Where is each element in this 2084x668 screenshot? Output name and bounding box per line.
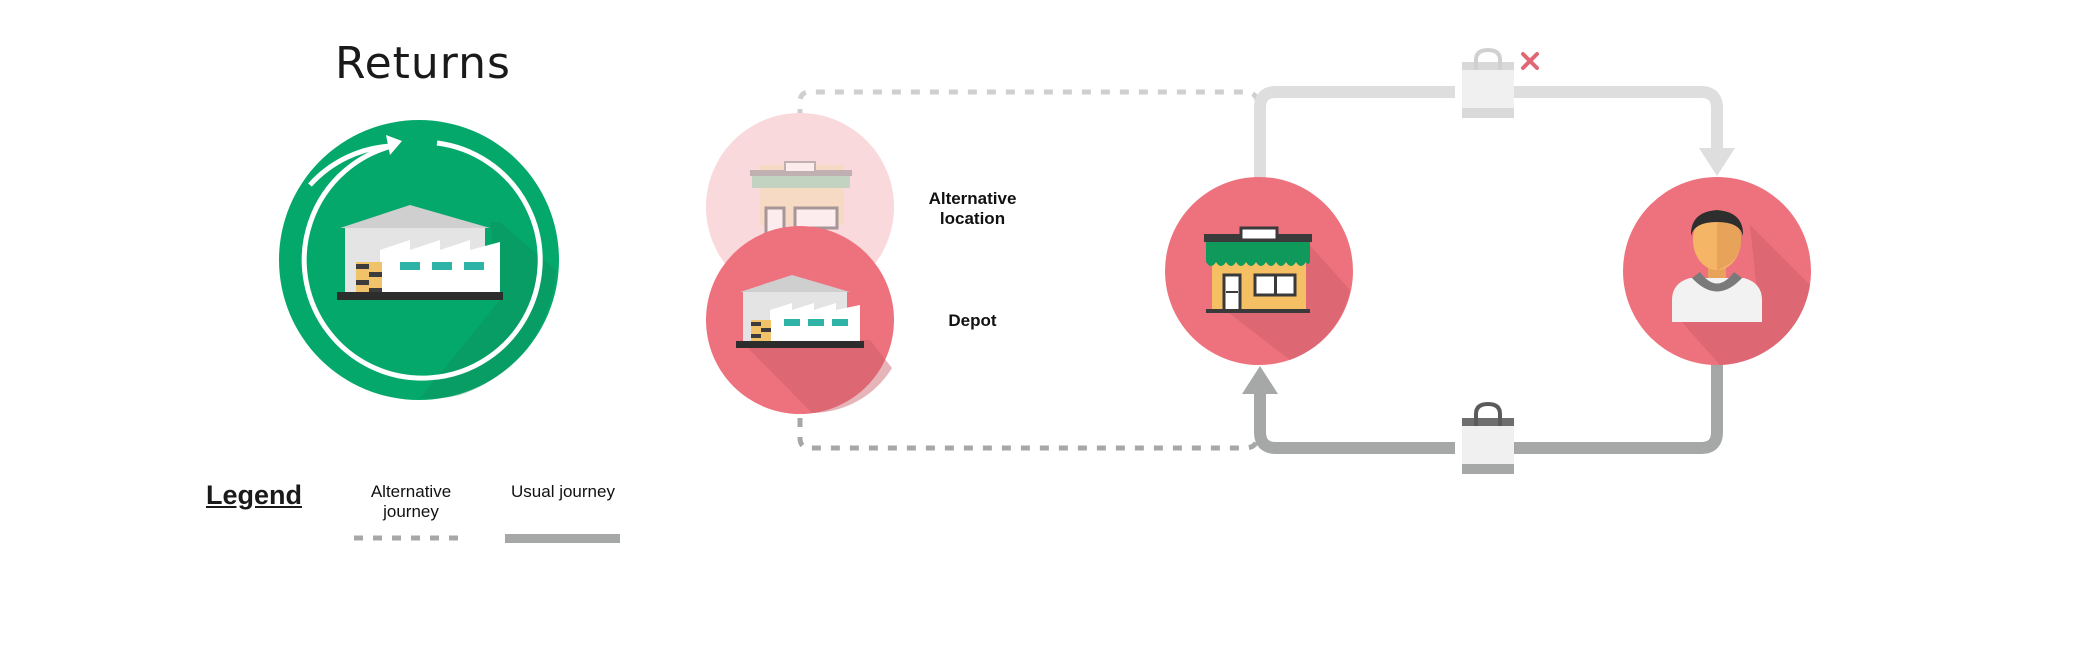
- legend-alternative-label: Alternative journey: [370, 482, 452, 521]
- cycle-arrow-icon: [301, 135, 543, 381]
- alternative-journey-path: [797, 89, 1260, 118]
- top-route-arrowhead: [1699, 148, 1735, 176]
- shop-icon: [1204, 226, 1312, 313]
- legend-usual-line: [505, 534, 620, 543]
- shopping-bag-icon: [1455, 401, 1514, 474]
- alternative-location-label: Alternative location: [928, 189, 1017, 228]
- shop-node: [1165, 177, 1353, 365]
- legend-heading: Legend: [206, 480, 303, 510]
- depot-label: Depot: [948, 311, 997, 330]
- legend-usual-label: Usual journey: [511, 482, 615, 501]
- page-title: Returns: [335, 38, 511, 89]
- shopping-bag-icon: [1455, 47, 1514, 118]
- customer-icon: [1672, 210, 1762, 322]
- bottom-route-arrowhead: [1242, 366, 1278, 394]
- cancel-icon: [1521, 52, 1539, 70]
- depot-node: [706, 226, 894, 414]
- shop-icon: [750, 161, 852, 240]
- alternative-journey-path-depot: [797, 418, 1260, 451]
- warehouse-icon: [337, 205, 503, 300]
- warehouse-icon: [736, 275, 864, 348]
- customer-node: [1623, 177, 1811, 365]
- returns-warehouse-badge: [279, 120, 559, 400]
